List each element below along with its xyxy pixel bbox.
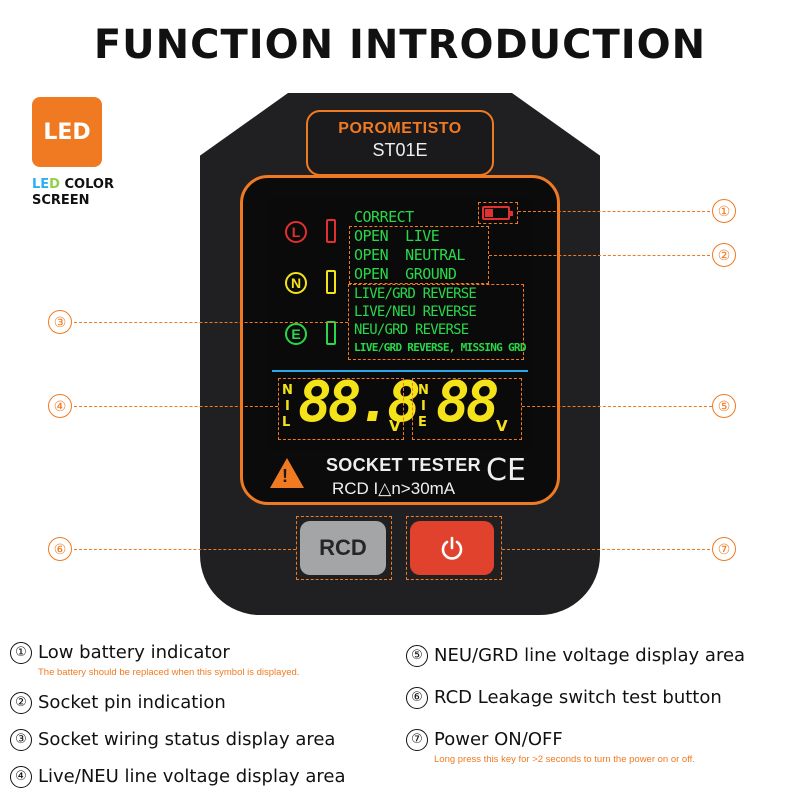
callout-box-battery [478, 202, 518, 224]
display-divider [272, 370, 528, 372]
status-line: NEU/GRD REVERSE [354, 322, 469, 338]
leader-line-6 [74, 549, 296, 550]
right-display-labels: N I E [418, 383, 429, 430]
status-group-1: CORRECT OPEN LIVE OPEN NEUTRAL OPEN GROU… [354, 208, 465, 284]
led-caption: LED COLOR SCREEN [32, 177, 114, 208]
callout-box-right-voltage [412, 378, 522, 440]
low-battery-icon [482, 206, 513, 220]
callout-marker-7: ⑦ [712, 537, 736, 561]
callout-marker-2: ② [712, 243, 736, 267]
leader-line-1 [518, 211, 710, 212]
rcd-rating-label: RCD I△n>30mA [332, 479, 456, 498]
callout-marker-6: ⑥ [48, 537, 72, 561]
legend-note-1: The battery should be replaced when this… [38, 667, 300, 678]
right-voltage-unit: V [496, 417, 508, 435]
power-button[interactable] [410, 521, 494, 575]
leader-line-7 [502, 549, 710, 550]
live-neutral-voltage-reading: 88.8 [298, 370, 421, 435]
leader-line-5 [522, 406, 712, 407]
status-line: LIVE/GRD REVERSE, MISSING GRD [354, 341, 526, 354]
pin-live-icon: L [285, 221, 307, 243]
callout-marker-1: ① [712, 199, 736, 223]
pin-earth-bar [326, 321, 336, 345]
led-screen [266, 198, 534, 450]
leader-line-4 [74, 406, 278, 407]
model-name: ST01E [372, 140, 428, 160]
status-line: OPEN NEUTRAL [354, 246, 465, 264]
page-title: FUNCTION INTRODUCTION [93, 22, 707, 68]
pin-live-bar [326, 219, 336, 243]
left-display-labels: N I L [282, 383, 293, 430]
power-icon [441, 536, 463, 560]
warning-exclamation-icon: ! [282, 466, 288, 486]
tester-header: POROMETISTO ST01E [306, 110, 494, 176]
callout-box-pins [349, 226, 489, 284]
callout-box-rcd [296, 516, 392, 580]
callout-marker-4: ④ [48, 394, 72, 418]
status-line: OPEN LIVE [354, 227, 440, 245]
status-group-2: LIVE/GRD REVERSE LIVE/NEU REVERSE NEU/GR… [354, 285, 526, 357]
pin-neutral-icon: N [285, 272, 307, 294]
legend-note-7: Long press this key for >2 seconds to tu… [434, 754, 695, 765]
rcd-test-button[interactable]: RCD [300, 521, 386, 575]
neutral-ground-voltage-reading: 88 [436, 370, 499, 435]
callout-marker-5: ⑤ [712, 394, 736, 418]
brand-name: POROMETISTO [338, 120, 462, 137]
leader-line-2 [489, 255, 710, 256]
left-voltage-unit: V [389, 417, 401, 435]
callout-box-left-voltage [278, 378, 404, 440]
status-line: LIVE/NEU REVERSE [354, 304, 477, 320]
status-line: CORRECT [354, 208, 414, 226]
status-line: LIVE/GRD REVERSE [354, 286, 477, 302]
led-badge: LED [32, 97, 102, 167]
socket-tester-label: SOCKET TESTER [326, 455, 481, 475]
pin-earth-icon: E [285, 323, 307, 345]
ce-mark: CE [486, 453, 526, 488]
callout-marker-3: ③ [48, 310, 72, 334]
leader-line-3 [74, 322, 348, 323]
warning-icon [270, 458, 304, 488]
pin-neutral-bar [326, 270, 336, 294]
callout-box-status [348, 284, 524, 360]
callout-box-power [406, 516, 502, 580]
status-line: OPEN GROUND [354, 265, 457, 283]
